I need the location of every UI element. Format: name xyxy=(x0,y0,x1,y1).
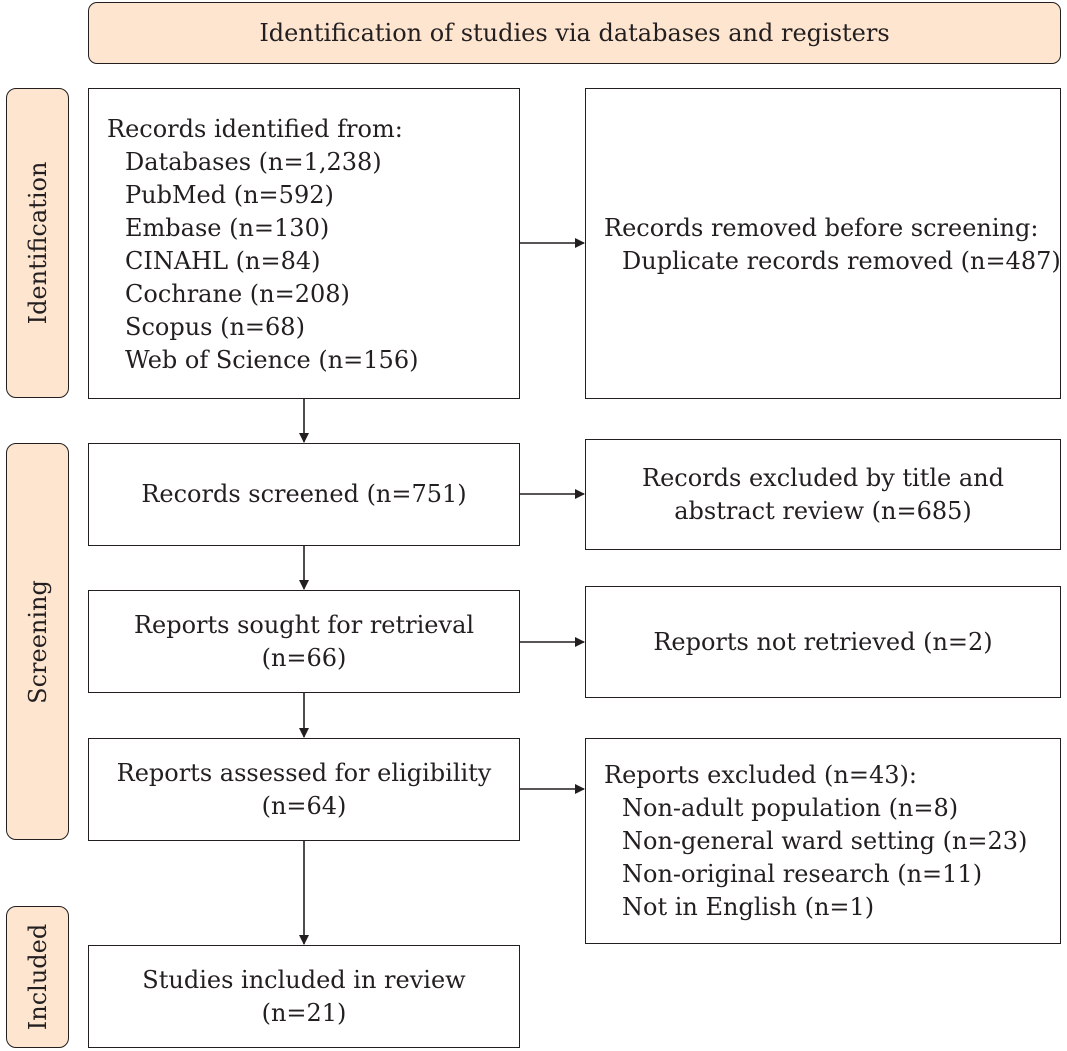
exclusion-reason: Not in English (n=1) xyxy=(622,893,875,921)
source-item: Databases (n=1,238) xyxy=(125,148,382,176)
reports-assessed-line: (n=64) xyxy=(261,791,347,820)
records-identified-title: Records identified from: xyxy=(107,115,403,143)
studies-included-box: Studies included in review (n=21) xyxy=(88,945,520,1048)
records-excluded-box: Records excluded by title and abstract r… xyxy=(585,439,1061,550)
reports-sought-line: Reports sought for retrieval xyxy=(133,610,475,639)
phase-screening-label: Screening xyxy=(23,579,52,704)
exclusion-reason: Non-original research (n=11) xyxy=(622,860,983,888)
reports-excluded-title: Reports excluded (n=43): xyxy=(604,761,917,789)
reports-sought-line: (n=66) xyxy=(261,643,347,672)
phase-identification-label: Identification xyxy=(23,161,52,325)
duplicates-item: Duplicate records removed (n=487) xyxy=(622,247,1061,275)
reports-excluded-box: Reports excluded (n=43): Non-adult popul… xyxy=(585,738,1061,944)
phase-screening: Screening xyxy=(6,443,69,840)
phase-identification: Identification xyxy=(6,88,69,398)
records-removed-title: Records removed before screening: xyxy=(604,214,1039,242)
flow-header-text: Identification of studies via databases … xyxy=(259,19,890,47)
records-excluded-line: abstract review (n=685) xyxy=(674,496,972,525)
source-item: CINAHL (n=84) xyxy=(125,247,321,275)
records-screened-text: Records screened (n=751) xyxy=(141,480,467,508)
exclusion-reason: Non-adult population (n=8) xyxy=(622,794,959,822)
exclusion-reason: Non-general ward setting (n=23) xyxy=(622,827,1028,855)
records-excluded-line: Records excluded by title and xyxy=(642,463,1004,492)
flow-header: Identification of studies via databases … xyxy=(88,2,1061,64)
phase-included-label: Included xyxy=(23,923,52,1031)
phase-included: Included xyxy=(6,906,69,1048)
source-item: Cochrane (n=208) xyxy=(125,280,350,308)
source-item: Embase (n=130) xyxy=(125,214,330,242)
studies-included-line: Studies included in review xyxy=(142,965,466,994)
reports-assessed-line: Reports assessed for eligibility xyxy=(116,758,492,787)
records-identified-box: Records identified from: Databases (n=1,… xyxy=(88,88,520,399)
source-item: Scopus (n=68) xyxy=(125,313,305,341)
reports-sought-box: Reports sought for retrieval (n=66) xyxy=(88,590,520,693)
reports-assessed-box: Reports assessed for eligibility (n=64) xyxy=(88,738,520,841)
source-item: Web of Science (n=156) xyxy=(125,346,419,374)
reports-not-retrieved-box: Reports not retrieved (n=2) xyxy=(585,586,1061,698)
records-removed-box: Records removed before screening: Duplic… xyxy=(585,88,1061,399)
reports-not-retrieved-text: Reports not retrieved (n=2) xyxy=(653,627,993,656)
studies-included-line: (n=21) xyxy=(261,998,347,1027)
source-item: PubMed (n=592) xyxy=(125,181,334,209)
records-screened-box: Records screened (n=751) xyxy=(88,443,520,546)
